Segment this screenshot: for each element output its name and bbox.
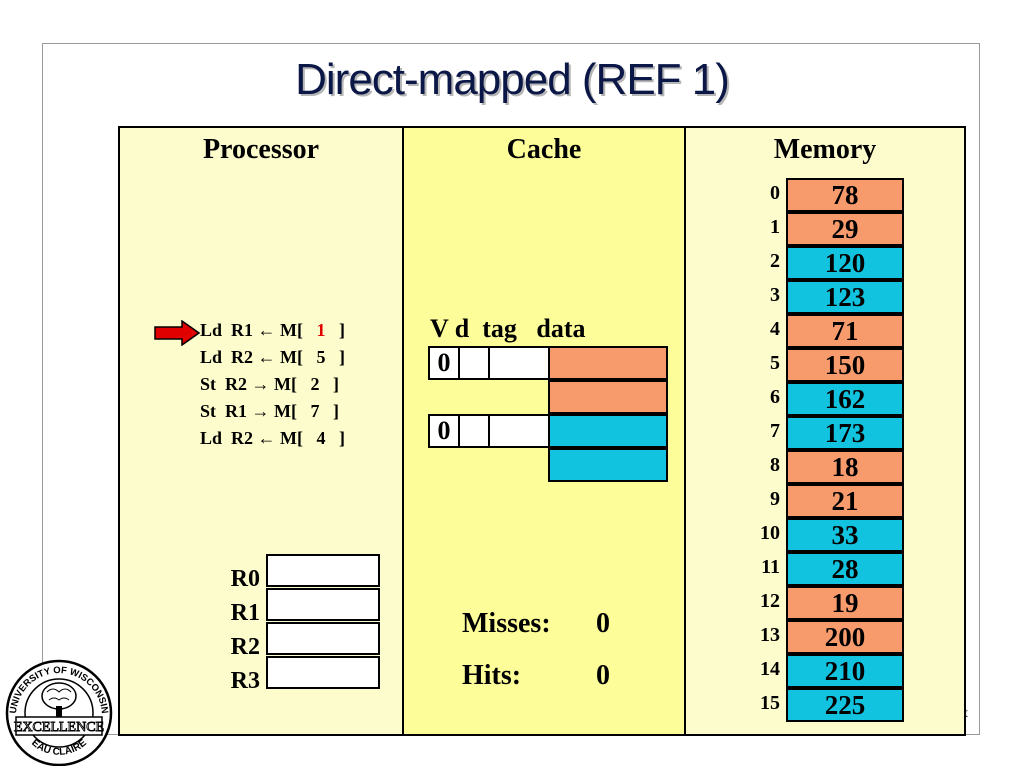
memory-cell: 173 [786,416,904,450]
tree-seal-icon [41,682,77,718]
cache-dirty-bit [458,346,490,380]
memory-address: 14 [760,658,780,680]
memory-cell: 33 [786,518,904,552]
instruction-address: 7 [310,401,320,421]
instruction-close: ] [319,374,339,394]
instruction-address: 1 [316,320,326,340]
slide-title: Direct-mapped (REF 1) [295,55,730,104]
instruction-close: ] [325,347,345,367]
memory-panel: Memory 0 78 1 29 2 120 3 123 4 71 5 150 6 162 7 173 8 18 9… [686,128,964,734]
cache-heading: Cache [506,134,582,165]
memory-address: 1 [770,216,780,238]
instruction-address: 2 [310,374,320,394]
memory-address: 12 [760,590,780,612]
memory-address: 13 [760,624,780,646]
register-value-box [266,554,380,587]
memory-cell: 200 [786,620,904,654]
memory-address: 0 [770,182,780,204]
memory-address: 3 [770,284,780,306]
cache-data-word [548,346,668,380]
memory-cell: 21 [786,484,904,518]
memory-address: 8 [770,454,780,476]
register-value-box [266,588,380,621]
memory-heading: Memory [773,134,877,165]
instruction-text: St R2 → M[ [200,374,311,394]
cache-column-header: V d tag data [430,314,586,343]
instruction-address: 5 [316,347,326,367]
memory-address: 9 [770,488,780,510]
register-label: R2 [230,634,260,660]
hits-label: Hits: [462,660,522,691]
hits-count: 0 [596,660,610,691]
instruction-close: ] [325,320,345,340]
cache-data-word [548,380,668,414]
instruction-close: ] [325,428,345,448]
cache-tag [488,346,550,380]
instruction-text: Ld R2 ← M[ [200,428,317,448]
memory-address: 10 [760,522,780,544]
register-label: R0 [230,566,260,592]
misses-count: 0 [596,608,610,639]
misses-label: Misses: [462,608,551,639]
instruction-address: 4 [316,428,326,448]
cache-diagram: Processor Ld R1 ← M[ 1 ]Ld R2 ← M[ 5 ]St… [118,126,966,736]
memory-cell: 123 [786,280,904,314]
memory-cell: 162 [786,382,904,416]
instruction-row: St R1 → M[ 7 ] [200,398,400,425]
instruction-text: St R1 → M[ [200,401,311,421]
cache-tag [488,414,550,448]
footer-fragment: t [964,706,968,721]
memory-cell: 71 [786,314,904,348]
memory-cell: 78 [786,178,904,212]
memory-address: 7 [770,420,780,442]
instruction-row: St R2 → M[ 2 ] [200,371,400,398]
current-instruction-arrow-icon [154,320,200,346]
memory-cell: 150 [786,348,904,382]
instruction-list: Ld R1 ← M[ 1 ]Ld R2 ← M[ 5 ]St R2 → M[ 2… [200,317,400,452]
memory-cell: 120 [786,246,904,280]
instruction-close: ] [319,401,339,421]
memory-cell: 19 [786,586,904,620]
cache-valid-bit: 0 [428,346,460,380]
cache-data-word [548,448,668,482]
memory-address: 2 [770,250,780,272]
instruction-row: Ld R2 ← M[ 5 ] [200,344,400,371]
memory-address: 15 [760,692,780,714]
processor-panel: Processor Ld R1 ← M[ 1 ]Ld R2 ← M[ 5 ]St… [120,128,404,734]
instruction-row: Ld R1 ← M[ 1 ] [200,317,400,344]
seal-banner-text: EXCELLENCE [14,720,104,735]
memory-address: 6 [770,386,780,408]
cache-valid-bit: 0 [428,414,460,448]
memory-cell: 225 [786,688,904,722]
memory-cell: 18 [786,450,904,484]
cache-dirty-bit [458,414,490,448]
instruction-text: Ld R1 ← M[ [200,320,317,340]
memory-address: 5 [770,352,780,374]
register-label: R3 [230,668,260,694]
cache-data-word [548,414,668,448]
instruction-row: Ld R2 ← M[ 4 ] [200,425,400,452]
register-value-box [266,656,380,689]
memory-address: 11 [761,556,780,578]
memory-address: 4 [770,318,780,340]
register-value-box [266,622,380,655]
memory-cells: 0 78 1 29 2 120 3 123 4 71 5 150 6 162 7 173 8 18 9 21 10 33 1… [740,178,930,728]
register-label: R1 [230,600,260,626]
memory-cell: 29 [786,212,904,246]
university-seal-logo: UNIVERSITY OF WISCONSIN EXCELLENCE EAU C… [5,659,113,766]
processor-heading: Processor [202,134,320,165]
memory-cell: 28 [786,552,904,586]
instruction-text: Ld R2 ← M[ [200,347,317,367]
memory-cell: 210 [786,654,904,688]
